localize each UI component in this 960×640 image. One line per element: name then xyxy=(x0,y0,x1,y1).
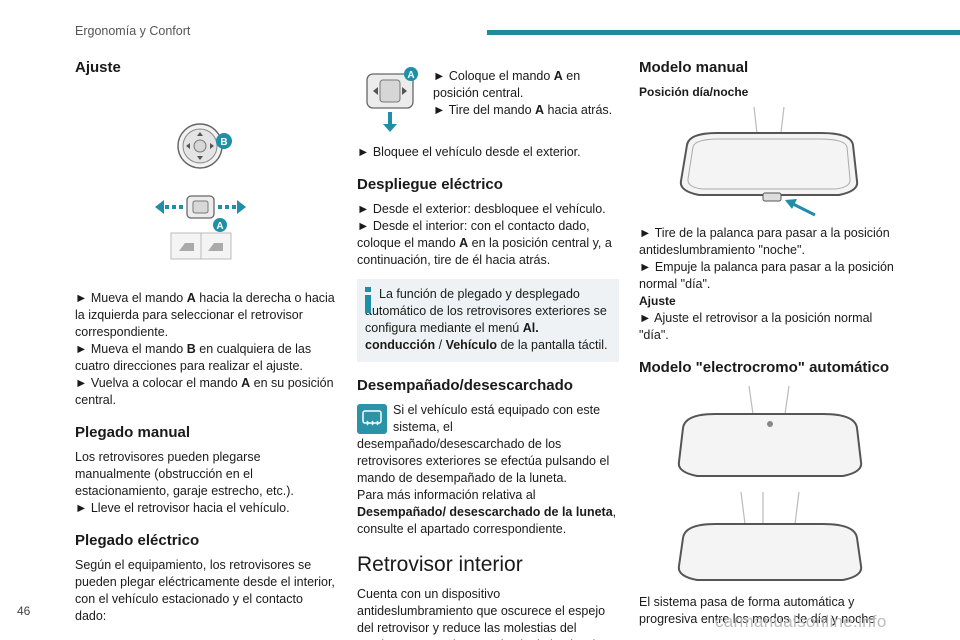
ajuste-step-2: ► Mueva el mando B en cualquiera de las … xyxy=(75,342,312,373)
ajuste-step: ► Ajuste el retrovisor a la posición nor… xyxy=(639,311,873,342)
electrocromo-heading: Modelo "electrocromo" automático xyxy=(639,359,890,376)
desempanado-ref: Para más información relativa al Desempa… xyxy=(357,488,617,536)
ajuste-heading: Ajuste xyxy=(75,59,121,76)
despliegue-heading: Despliegue eléctrico xyxy=(357,176,503,193)
label-b: B xyxy=(220,137,227,148)
ajuste-step-3: ► Vuelva a colocar el mando A en su posi… xyxy=(75,376,334,407)
desempanado-heading: Desempañado/desescarchado xyxy=(357,377,573,394)
ajuste-subheading: Ajuste xyxy=(639,294,676,308)
rear-defrost-icon xyxy=(357,404,387,434)
column-3: Modelo manual Posición día/noche ► Tire … xyxy=(639,58,901,628)
fold-instruction-block: A ► Coloque el mando A en posición centr… xyxy=(357,58,619,136)
manual-step-1: ► Tire de la palanca para pasar a la pos… xyxy=(639,226,890,257)
plegado-electrico-text: Según el equipamiento, los retrovisores … xyxy=(75,558,335,623)
retrovisor-text: Cuenta con un dispositivo antideslumbram… xyxy=(357,587,606,640)
page-header-bar xyxy=(487,30,960,35)
lock-step: ► Bloquee el vehículo desde el exterior. xyxy=(357,145,581,159)
arrow-right-icon xyxy=(218,200,246,214)
label-a-2: A xyxy=(407,70,414,81)
fold-step-1: ► Coloque el mando A en posición central… xyxy=(433,69,581,100)
electrocromo-text: El sistema pasa de forma automática y pr… xyxy=(639,595,876,626)
manual-step-2: ► Empuje la palanca para pasar a la posi… xyxy=(639,260,894,291)
info-box: La función de plegado y desplegado autom… xyxy=(357,279,619,362)
arrow-left-icon xyxy=(155,200,183,214)
modelo-manual-heading: Modelo manual xyxy=(639,59,749,76)
retrovisor-interior-heading: Retrovisor interior xyxy=(357,553,523,576)
column-1: Ajuste B A ► Mueva e xyxy=(75,58,337,625)
plegado-manual-step: ► Lleve el retrovisor hacia el vehículo. xyxy=(75,501,290,515)
mirror-control-icon: B A xyxy=(155,123,246,232)
page-number: 46 xyxy=(17,604,31,618)
despliegue-step-2: ► Desde el interior: con el contacto dad… xyxy=(357,219,612,267)
plegado-manual-text: Los retrovisores pueden plegarse manualm… xyxy=(75,450,294,498)
desempanado-text: Si el vehículo está equipado con este si… xyxy=(357,403,610,485)
mirror-select-icon xyxy=(170,232,232,260)
ajuste-step-1: ► Mueva el mando A hacia la derecha o ha… xyxy=(75,291,335,339)
column-2: A ► Coloque el mando A en posición centr… xyxy=(357,58,619,640)
plegado-manual-heading: Plegado manual xyxy=(75,424,191,441)
label-a: A xyxy=(216,221,223,232)
despliegue-step-1: ► Desde el exterior: desbloquee el vehíc… xyxy=(357,202,606,216)
info-icon xyxy=(365,287,371,313)
electrochromic-mirror-icon xyxy=(677,385,863,581)
fold-step-2: ► Tire del mando A hacia atrás. xyxy=(433,103,613,117)
info-text: La función de plegado y desplegado autom… xyxy=(365,287,608,352)
page-header-title: Ergonomía y Confort xyxy=(75,24,191,38)
mirror-control-fold-icon: A xyxy=(366,67,418,132)
arrow-down-icon xyxy=(383,112,397,132)
mirror-icon xyxy=(679,106,859,217)
posicion-subheading: Posición día/noche xyxy=(639,85,749,99)
plegado-electrico-heading: Plegado eléctrico xyxy=(75,532,200,549)
watermark: carmanualsonline.info xyxy=(715,612,887,631)
